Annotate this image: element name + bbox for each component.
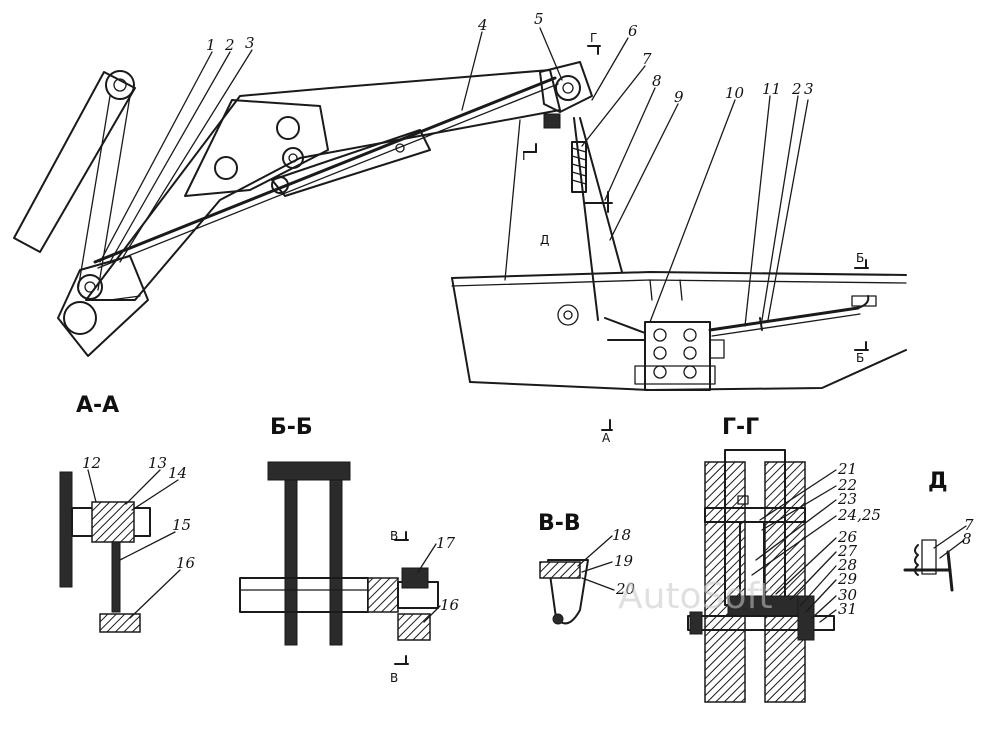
- callout-27: 27: [837, 542, 858, 560]
- section-title-vv: В-В: [538, 511, 581, 536]
- callout-3b: 3: [804, 80, 814, 98]
- callout-24-25: 24,25: [837, 506, 881, 524]
- watermark: AutoSoft: [618, 576, 773, 617]
- callout-28: 28: [837, 556, 857, 574]
- callout-7: 7: [642, 50, 652, 68]
- callout-1: 1: [206, 36, 216, 54]
- callout-16b: 16: [440, 596, 460, 614]
- callout-19: 19: [614, 552, 634, 570]
- callout-15: 15: [172, 516, 191, 534]
- cut-mark-g-top: Г: [590, 31, 597, 45]
- callout-17: 17: [436, 534, 456, 552]
- cut-mark-v-bottom: В: [390, 671, 398, 685]
- callout-4: 4: [477, 16, 488, 34]
- long-rod: [93, 76, 559, 269]
- main-callout-labels: 1 2 3 4 5 6 7 8 9 10 11 2 3: [206, 10, 814, 106]
- top-pivot: [539, 61, 593, 129]
- boom-arm: [85, 69, 561, 301]
- callout-29: 29: [837, 570, 858, 588]
- pivot-bracket: [57, 255, 149, 357]
- view-d: [903, 525, 967, 592]
- frame-body: [451, 271, 907, 391]
- callout-12: 12: [82, 454, 101, 472]
- callout-7-d: 7: [964, 516, 974, 534]
- callout-11: 11: [762, 80, 781, 98]
- callout-5: 5: [534, 10, 544, 28]
- main-leaders: [99, 27, 809, 327]
- section-title-gg: Г-Г: [722, 415, 759, 440]
- section-bb: [239, 461, 441, 665]
- callout-16a: 16: [176, 554, 196, 572]
- main-view: [13, 27, 907, 431]
- callout-8-d: 8: [962, 530, 972, 548]
- callout-30: 30: [838, 586, 858, 604]
- callout-21: 21: [837, 460, 857, 478]
- cut-mark-g-side: Г: [522, 149, 529, 163]
- diagonal-strut: [13, 70, 136, 291]
- callout-8: 8: [652, 72, 662, 90]
- callout-6: 6: [628, 22, 638, 40]
- section-title-aa: А-А: [76, 393, 119, 418]
- section-titles: А-А Б-Б В-В Г-Г Д: [76, 393, 948, 536]
- cut-marks: [523, 45, 869, 431]
- section-title-d: Д: [928, 469, 948, 494]
- callout-23: 23: [837, 490, 857, 508]
- callout-2b: 2: [791, 80, 802, 98]
- callout-13: 13: [148, 454, 167, 472]
- callout-22: 22: [837, 476, 857, 494]
- callout-18: 18: [612, 526, 631, 544]
- callout-2: 2: [224, 36, 235, 54]
- section-title-bb: Б-Б: [270, 415, 313, 440]
- callout-10: 10: [725, 84, 745, 102]
- cut-mark-a: А: [602, 431, 611, 445]
- callout-3: 3: [245, 34, 255, 52]
- section-vv: [539, 535, 615, 625]
- valve-block: [604, 317, 725, 391]
- callout-26: 26: [837, 528, 858, 546]
- link-rod: [708, 295, 877, 337]
- cut-mark-d: Д: [540, 233, 549, 247]
- cut-mark-labels: Г Г Д Б Б А В В: [390, 31, 864, 685]
- callout-9: 9: [674, 88, 684, 106]
- cut-mark-b-bottom: Б: [856, 351, 864, 365]
- detail-callout-labels: 12 13 14 15 16 17 16 18 19 20 21 22 23 2…: [82, 454, 974, 618]
- callout-31: 31: [838, 600, 857, 618]
- cut-mark-b-top: Б: [856, 251, 864, 265]
- vertical-rod-spring: [504, 117, 623, 326]
- callout-20: 20: [615, 580, 636, 598]
- section-gg: [687, 449, 837, 703]
- callout-14: 14: [168, 464, 187, 482]
- cut-mark-v-top: В: [390, 529, 398, 543]
- section-aa: [59, 469, 181, 633]
